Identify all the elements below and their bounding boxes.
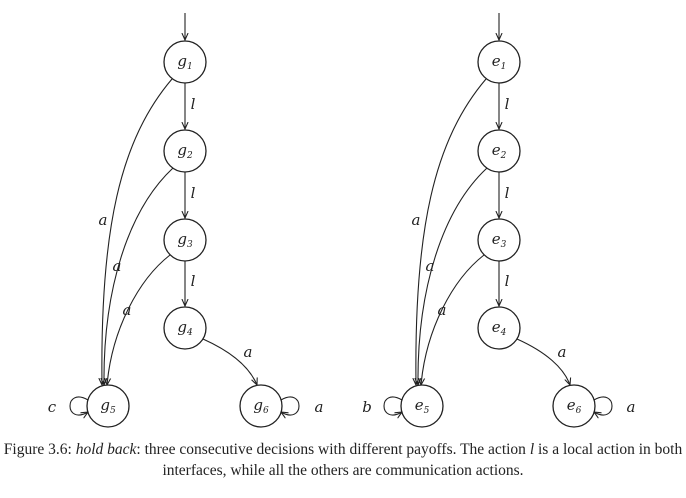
edge-g4-g6: [202, 338, 257, 385]
state-e1: [477, 40, 521, 84]
edge-label-g3-g5: a: [123, 301, 132, 319]
edge-e6-e6: [594, 396, 613, 415]
state-e6: [552, 384, 596, 428]
edge-g6-g6: [281, 396, 300, 415]
state-e2: [477, 129, 521, 173]
figure-caption: Figure 3.6: hold back: three consecutive…: [0, 439, 686, 481]
caption-text-1: : three consecutive decisions with diffe…: [136, 441, 530, 458]
state-e4: [477, 306, 521, 350]
edge-e1-e5: [416, 78, 487, 385]
edge-label-g2-g5: a: [113, 257, 122, 275]
edge-e5-e5: [383, 396, 402, 415]
edge-g3-g5: [107, 254, 171, 385]
state-e5: [400, 384, 444, 428]
caption-prefix: Figure 3.6:: [3, 441, 76, 458]
edge-e2-e5: [418, 167, 488, 385]
caption-term: hold back: [75, 441, 137, 458]
edge-g5-g5: [69, 396, 88, 415]
state-g6: [239, 384, 283, 428]
edge-label-e3-e4: l: [505, 272, 510, 290]
edge-e3-e5: [421, 254, 485, 385]
state-g2: [163, 129, 207, 173]
edge-label-e4-e6: a: [558, 343, 567, 361]
edge-label-g1-g2: l: [191, 95, 196, 113]
state-e3: [477, 218, 521, 262]
state-g5: [86, 384, 130, 428]
edge-label-e2-e5: a: [426, 257, 435, 275]
edge-label-e3-e5: a: [438, 301, 447, 319]
edge-label-g5-g5: c: [48, 398, 57, 416]
edge-g1-g5: [102, 78, 173, 385]
edge-label-g1-g5: a: [99, 211, 108, 229]
state-g1: [163, 40, 207, 84]
caption-text-2: is a local action in both interfaces, wh…: [162, 441, 683, 479]
edge-label-e1-e2: l: [505, 95, 510, 113]
edge-label-g3-g4: l: [191, 272, 196, 290]
edge-label-g4-g6: a: [244, 343, 253, 361]
edge-e4-e6: [516, 338, 570, 385]
state-g4: [163, 306, 207, 350]
state-g3: [163, 218, 207, 262]
edge-label-g2-g3: l: [191, 184, 196, 202]
edge-g2-g5: [104, 167, 174, 385]
edge-label-e6-e6: a: [627, 398, 636, 416]
edge-label-e1-e5: a: [412, 211, 421, 229]
edge-label-e2-e3: l: [505, 184, 510, 202]
edge-label-g6-g6: a: [315, 398, 324, 416]
edge-label-e5-e5: b: [362, 398, 372, 416]
caption-action: l: [529, 441, 535, 458]
